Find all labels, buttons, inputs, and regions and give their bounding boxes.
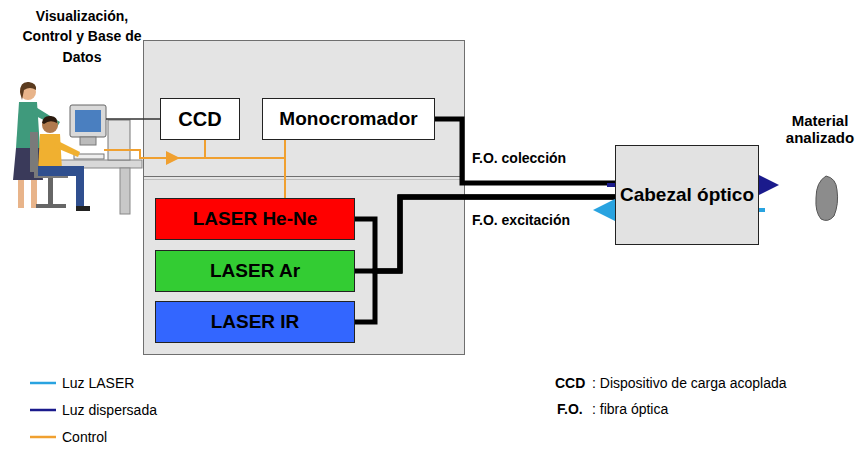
abbreviation: F.O. <box>557 401 583 417</box>
node-label: LASER Ar <box>210 260 300 282</box>
optical-fiber <box>355 197 615 271</box>
rock-outline <box>816 176 838 220</box>
control-arrowhead <box>166 151 180 165</box>
man-shoe <box>76 206 90 211</box>
control-wire <box>104 150 285 158</box>
monitor-screen <box>75 110 101 132</box>
housing-divider <box>144 179 464 180</box>
legend-sample-scattered <box>30 409 56 412</box>
legend-sample-control <box>30 436 56 439</box>
man-hair <box>42 116 57 124</box>
node-label: Cabezal óptico <box>620 184 754 206</box>
optical-fiber <box>355 197 615 271</box>
data-cable <box>106 118 160 120</box>
abbreviation-meaning: : Dispositivo de carga acoplada <box>592 375 787 391</box>
station-caption: Visualización, Control y Base de Datos <box>12 6 152 67</box>
housing-divider <box>144 176 464 177</box>
legend-text: Luz LASER <box>62 375 134 391</box>
legend-text: Control <box>62 429 107 445</box>
man-body <box>38 134 62 170</box>
control-wire <box>204 140 206 158</box>
node-label: LASER He-Ne <box>193 208 318 230</box>
monitor <box>70 105 106 137</box>
rock-sample <box>814 174 840 224</box>
laser-box: LASER Ar <box>155 250 355 292</box>
detector-box: CCD <box>160 98 240 140</box>
optical-fiber <box>355 197 615 322</box>
woman-hair <box>20 82 36 100</box>
computer-tower <box>108 120 130 160</box>
monochromator-box: Monocromador <box>262 98 435 140</box>
laser-box: LASER He-Ne <box>155 198 355 240</box>
optical-fiber <box>435 119 615 183</box>
woman-leg <box>31 180 37 208</box>
node-label: CCD <box>178 108 221 131</box>
control-wire <box>284 140 286 198</box>
node-label: Monocromador <box>279 108 417 130</box>
legend-text: Luz dispersada <box>62 402 157 418</box>
chair-post <box>48 178 53 204</box>
node-label: Material analizado <box>778 112 862 147</box>
node-label: LASER IR <box>211 311 300 333</box>
abbreviation: CCD <box>555 375 585 391</box>
chair-foot <box>36 204 66 208</box>
fiber-label: F.O. colección <box>470 150 568 166</box>
legend-sample-laser <box>30 382 56 385</box>
monitor-base <box>80 137 96 145</box>
sample-material: Material analizado <box>778 112 862 227</box>
woman-leg <box>18 180 24 208</box>
chair-back <box>30 132 38 172</box>
fiber-label: F.O. excitación <box>470 212 572 228</box>
laser-box: LASER IR <box>155 301 355 343</box>
abbreviation-meaning: : fibra óptica <box>592 401 668 417</box>
desk-leg <box>120 168 130 214</box>
man-legs <box>38 166 84 176</box>
man-shin <box>76 176 84 208</box>
optical-head-box: Cabezal óptico <box>615 145 759 245</box>
man-arm <box>54 140 80 157</box>
